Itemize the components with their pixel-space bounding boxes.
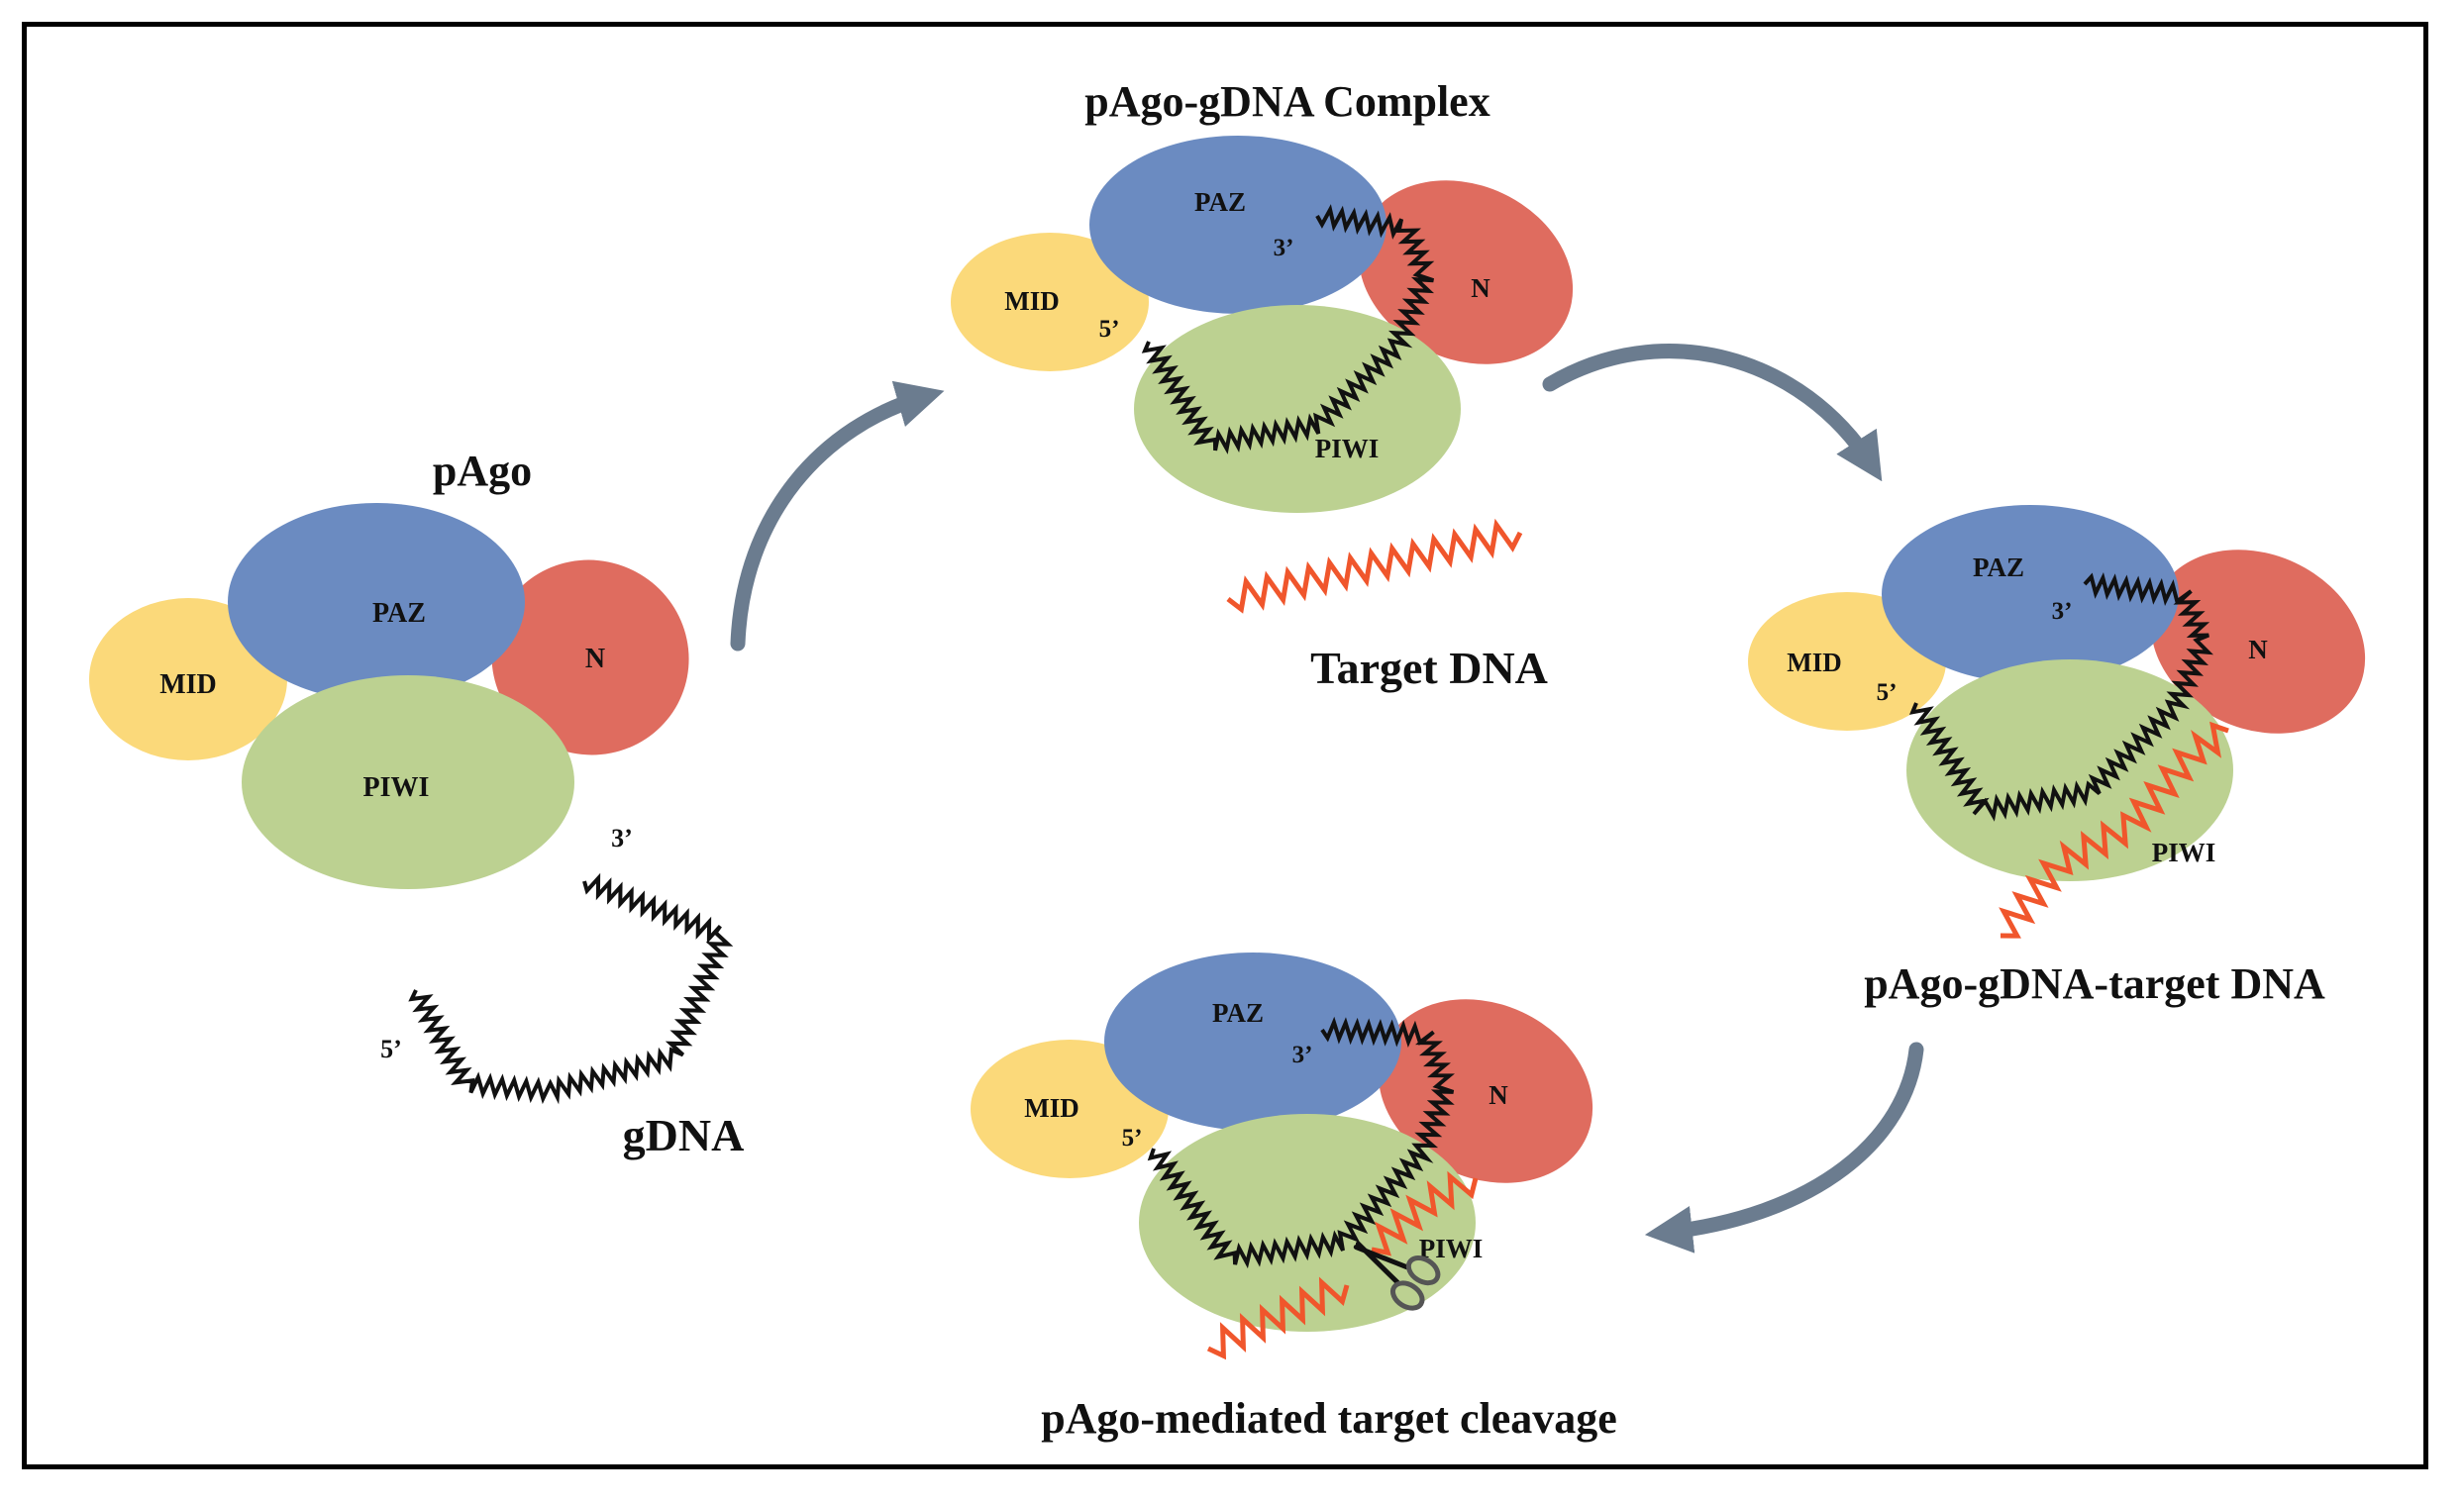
stage-pago: pAgo MID PAZ N PIWI 3’ 5’ gDNA xyxy=(89,447,744,1160)
mid-domain xyxy=(951,233,1149,371)
arrow-complex-to-ternary xyxy=(1542,344,1883,482)
stage-title-cleavage: pAgo-mediated target cleavage xyxy=(1041,1394,1617,1443)
n-domain xyxy=(491,559,689,755)
stage-ternary: MID PAZ N PIWI 3’ 5’ pAgo-gDNA-target DN… xyxy=(1748,505,2366,1008)
stage-title-pago: pAgo xyxy=(433,447,532,495)
five-prime-end: 5’ xyxy=(380,1035,402,1063)
five-prime-end: 5’ xyxy=(1099,316,1120,343)
paz-domain xyxy=(228,503,525,701)
mid-label: MID xyxy=(1787,648,1842,677)
paz-label: PAZ xyxy=(1973,552,2024,582)
piwi-domain xyxy=(1134,305,1461,513)
target-dna-strand xyxy=(1226,518,1523,614)
piwi-domain xyxy=(242,675,574,889)
three-prime-end: 3’ xyxy=(611,824,633,853)
paz-domain xyxy=(1104,953,1401,1131)
stage-title-complex: pAgo-gDNA Complex xyxy=(1084,77,1489,126)
five-prime-end: 5’ xyxy=(1877,679,1898,706)
target-dna-fragment-left xyxy=(1206,1276,1350,1360)
paz-label: PAZ xyxy=(1194,187,1246,217)
piwi-label: PIWI xyxy=(1315,434,1380,463)
piwi-label: PIWI xyxy=(2152,838,2216,867)
n-label: N xyxy=(585,644,605,674)
arrow-ternary-to-cleavage xyxy=(1644,1042,1924,1254)
three-prime-end: 3’ xyxy=(1274,235,1294,261)
stage-title-ternary: pAgo-gDNA-target DNA xyxy=(1864,959,2325,1008)
n-domain xyxy=(2150,550,2366,734)
mid-label: MID xyxy=(1024,1093,1079,1123)
paz-label: PAZ xyxy=(1212,998,1264,1028)
gdna-strand xyxy=(1147,1016,1455,1269)
piwi-domain xyxy=(1906,659,2233,881)
gdna-strand xyxy=(408,872,734,1105)
n-label: N xyxy=(1471,273,1490,303)
stage-cleavage: MID PAZ N PIWI 3’ 5’ pAgo-mediated targe… xyxy=(971,953,1617,1443)
piwi-label: PIWI xyxy=(363,772,430,803)
gdna-strand xyxy=(1908,572,2213,822)
paz-label: PAZ xyxy=(372,598,426,629)
target-dna-label: Target DNA xyxy=(1310,643,1548,693)
five-prime-end: 5’ xyxy=(1122,1125,1143,1152)
n-label: N xyxy=(2248,635,2268,664)
gdna-label: gDNA xyxy=(623,1110,745,1160)
paz-domain xyxy=(1882,505,2179,683)
gdna-strand xyxy=(1141,204,1435,454)
scissors-icon xyxy=(1353,1241,1441,1311)
piwi-label: PIWI xyxy=(1419,1234,1484,1263)
target-dna-fragment-right xyxy=(1371,1170,1479,1256)
mid-label: MID xyxy=(1004,286,1060,316)
paz-domain xyxy=(1089,136,1386,314)
three-prime-end: 3’ xyxy=(1292,1042,1313,1068)
target-dna-strand xyxy=(1999,721,2229,939)
stage-complex: pAgo-gDNA Complex MID PAZ N PIWI 3’ 5’ T… xyxy=(951,77,1574,693)
mid-domain xyxy=(89,598,287,760)
arrow-pago-to-complex xyxy=(730,380,945,652)
mid-label: MID xyxy=(159,669,217,700)
n-label: N xyxy=(1489,1080,1508,1110)
three-prime-end: 3’ xyxy=(2052,598,2073,625)
cycle-arrows xyxy=(730,344,1924,1254)
